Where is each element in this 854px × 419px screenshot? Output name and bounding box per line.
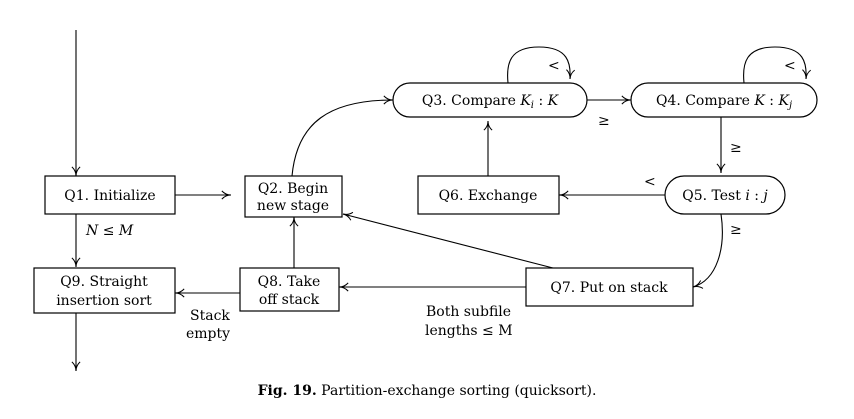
- label-q4-loop: <: [784, 58, 796, 74]
- node-q6: Q6. Exchange: [417, 175, 560, 215]
- label-q5-q6: <: [644, 174, 656, 190]
- node-q3: Q3. Compare Ki : K: [392, 82, 588, 118]
- node-q1: Q1. Initialize: [44, 175, 176, 215]
- node-q9: Q9. Straight insertion sort: [33, 267, 176, 314]
- node-q2-label-line2: new stage: [257, 198, 329, 214]
- edge-q2-q3: [291, 95, 394, 177]
- edge-q4-loop: [743, 46, 812, 84]
- edge-q3-loop: [507, 46, 576, 84]
- figure-caption-text: Partition-exchange sorting (quicksort).: [316, 383, 597, 399]
- node-q9-label-line2: insertion sort: [56, 293, 152, 309]
- figure-number: Fig. 19.: [257, 383, 317, 399]
- node-q8-label-line1: Q8. Take: [258, 274, 321, 290]
- label-q1-q9: N ≤ M: [85, 223, 134, 239]
- label-q7-q8-line2: lengths ≤ M: [425, 323, 513, 339]
- node-q5-label: Q5. Test i : j: [682, 188, 768, 204]
- label-q3-loop: <: [548, 58, 560, 74]
- figure-caption: Fig. 19. Partition-exchange sorting (qui…: [0, 383, 854, 399]
- node-q9-label-line1: Q9. Straight: [60, 274, 148, 290]
- node-q3-label: Q3. Compare Ki : K: [422, 93, 560, 111]
- label-q7-q8-line1: Both subfile: [426, 304, 511, 320]
- label-q8-q9-line2: empty: [186, 326, 230, 342]
- label-q5-q7: ≥: [730, 222, 742, 238]
- node-q1-label: Q1. Initialize: [64, 188, 155, 204]
- node-q2: Q2. Begin new stage: [244, 175, 343, 218]
- edge-q5-q7: [692, 213, 723, 289]
- node-q5: Q5. Test i : j: [664, 175, 786, 215]
- label-q8-q9-line1: Stack: [190, 308, 230, 324]
- node-q4: Q4. Compare K : Kj: [630, 82, 818, 118]
- node-q8-label-line2: off stack: [259, 292, 320, 308]
- label-q3-q4: ≥: [598, 113, 610, 129]
- node-q7: Q7. Put on stack: [525, 267, 694, 307]
- edge-q7-q2: [342, 211, 554, 269]
- label-q4-q5: ≥: [730, 140, 742, 156]
- node-q7-label: Q7. Put on stack: [550, 280, 668, 296]
- node-q2-label-line1: Q2. Begin: [258, 181, 328, 197]
- node-q8: Q8. Take off stack: [239, 267, 340, 312]
- node-q4-label: Q4. Compare K : Kj: [656, 93, 792, 111]
- node-q6-label: Q6. Exchange: [439, 188, 538, 204]
